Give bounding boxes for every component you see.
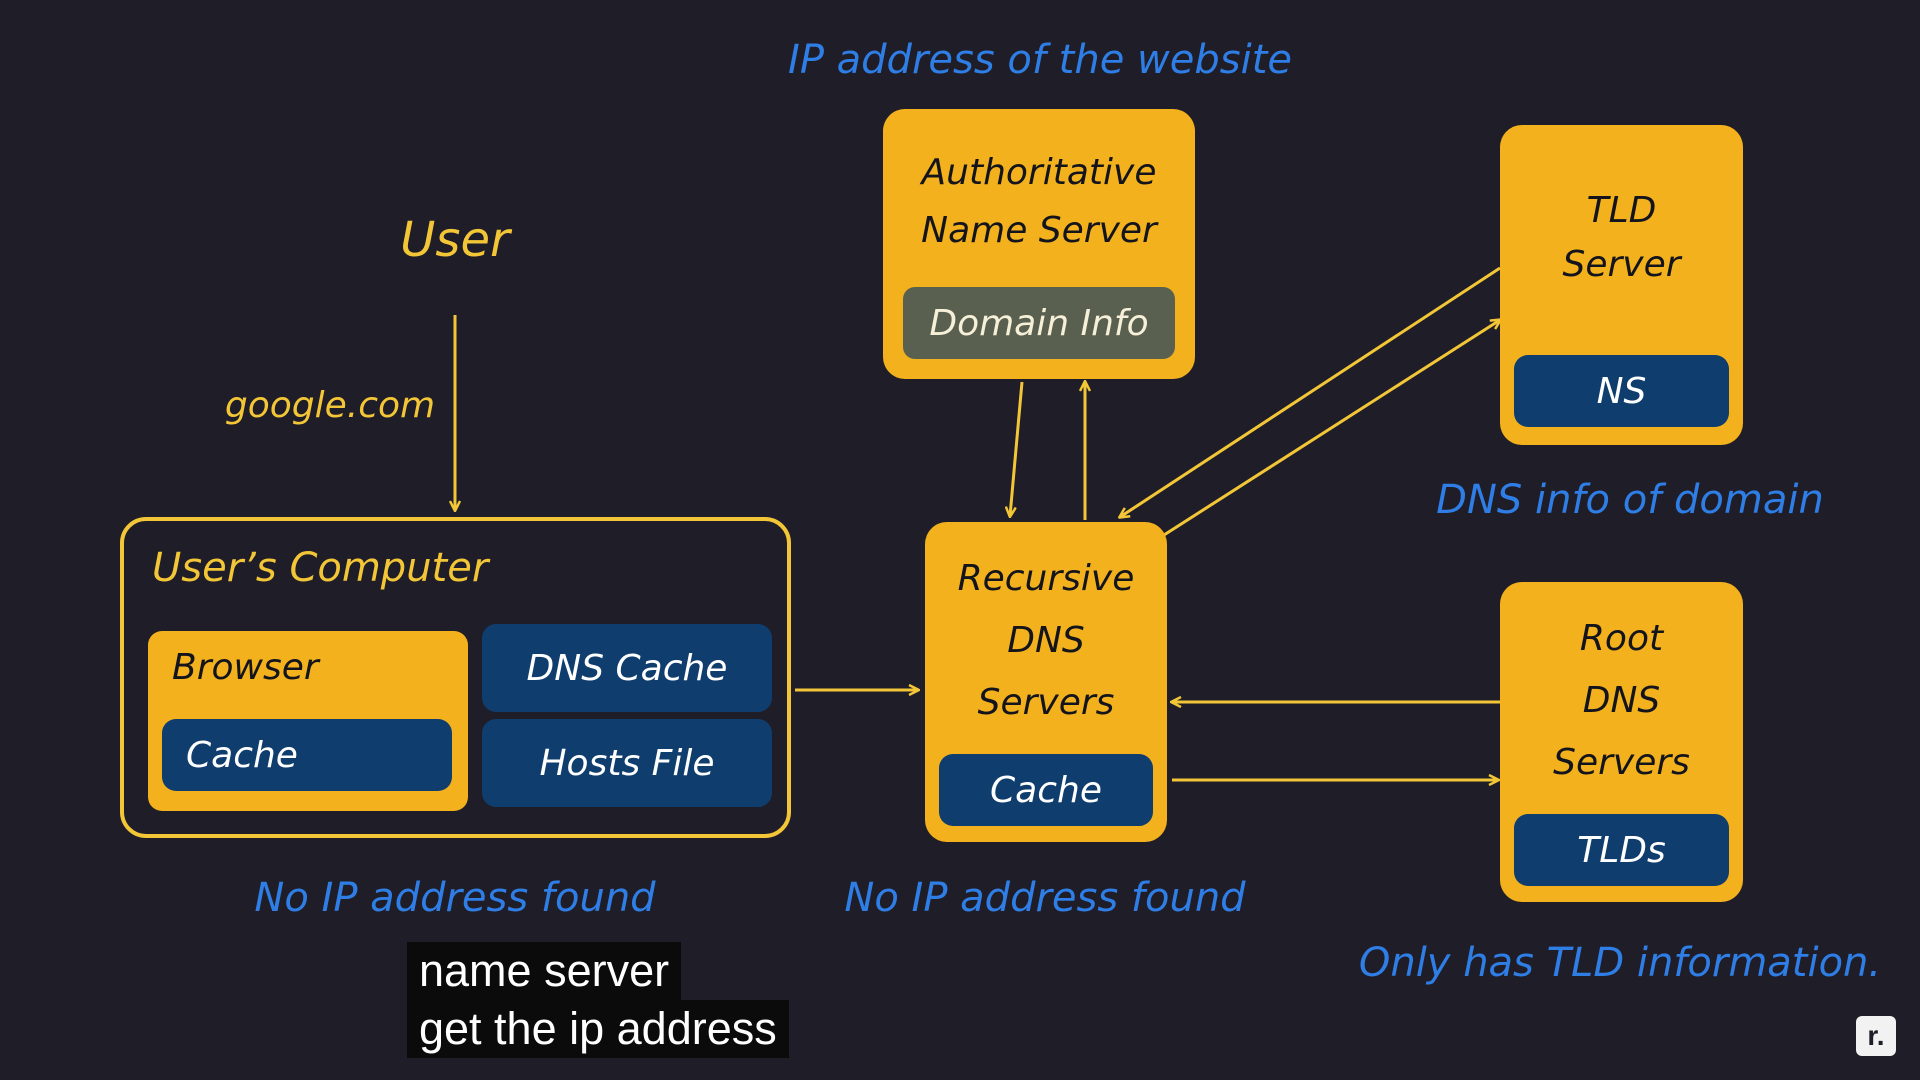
- authoritative-line2: Name Server: [921, 209, 1157, 251]
- subtitle-line-2: get the ip address: [407, 1000, 789, 1058]
- browser-cache-box: Cache: [162, 719, 452, 791]
- arrow-recursive-to-tld: [1163, 320, 1500, 537]
- tld-line1: TLD: [1586, 189, 1657, 231]
- annotation-ip-of-website: IP address of the website: [788, 37, 1292, 83]
- annotation-computer-no-ip: No IP address found: [254, 875, 656, 921]
- recursive-line3: Servers: [977, 681, 1115, 723]
- tlds-box: TLDs: [1514, 814, 1729, 886]
- hosts-file-box: Hosts File: [482, 719, 772, 807]
- annotation-tld-info: DNS info of domain: [1436, 477, 1824, 523]
- subtitle-line-1: name server: [407, 942, 682, 1000]
- dns-cache-box: DNS Cache: [482, 624, 772, 712]
- tld-line2: Server: [1562, 243, 1681, 285]
- recursive-line1: Recursive: [957, 557, 1135, 599]
- ns-box: NS: [1514, 355, 1729, 427]
- recursive-dns-servers-box: Recursive DNS Servers Cache: [925, 522, 1167, 842]
- browser-label: Browser: [172, 647, 319, 688]
- authoritative-name-server-box: Authoritative Name Server Domain Info: [883, 109, 1195, 379]
- annotation-root-info: Only has TLD information.: [1358, 940, 1882, 986]
- arrow-auth-to-recursive: [1010, 381, 1024, 516]
- authoritative-line1: Authoritative: [921, 151, 1157, 193]
- browser-box: Browser Cache: [148, 631, 468, 811]
- recursive-cache-box: Cache: [939, 754, 1153, 826]
- domain-info-box: Domain Info: [903, 287, 1175, 359]
- recursive-line2: DNS: [1007, 619, 1085, 661]
- root-line1: Root: [1579, 617, 1664, 659]
- users-computer-title: User’s Computer: [152, 545, 489, 591]
- users-computer-box: User’s Computer Browser Cache DNS Cache …: [120, 517, 791, 838]
- root-dns-servers-box: Root DNS Servers TLDs: [1500, 582, 1743, 902]
- root-line2: DNS: [1582, 679, 1661, 721]
- annotation-recursive-no-ip: No IP address found: [844, 875, 1246, 921]
- channel-logo: r.: [1856, 1016, 1896, 1056]
- tld-server-box: TLD Server NS: [1500, 125, 1743, 445]
- user-label: User: [400, 212, 510, 268]
- query-domain-label: google.com: [224, 384, 436, 426]
- arrow-tld-to-recursive: [1120, 266, 1501, 517]
- root-line3: Servers: [1553, 741, 1690, 783]
